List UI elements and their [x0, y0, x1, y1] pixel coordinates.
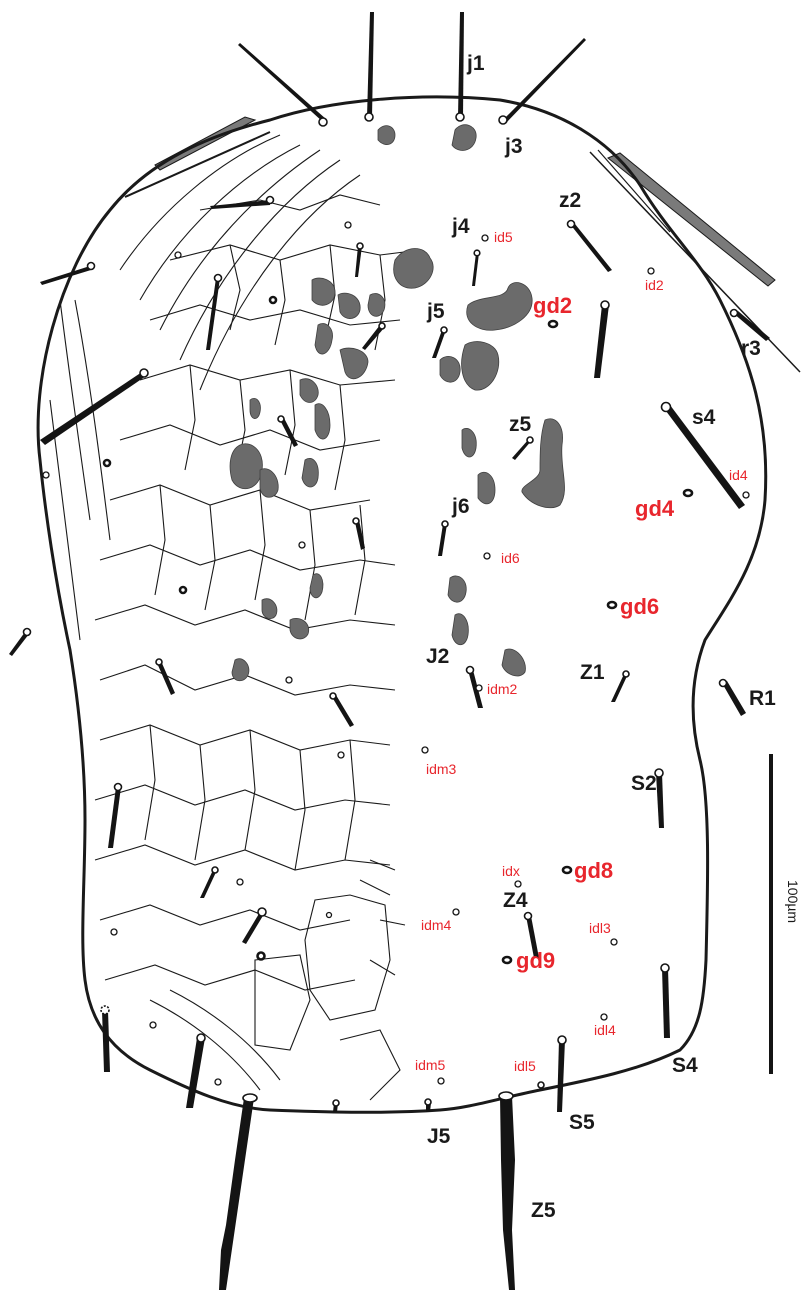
label-Z5: Z5: [531, 1199, 556, 1222]
label-idm2: idm2: [487, 681, 518, 697]
label-gd8: gd8: [574, 858, 613, 883]
label-id2: id2: [645, 277, 664, 293]
label-z2: z2: [559, 189, 581, 212]
label-idl3: idl3: [589, 920, 611, 936]
muscle-scars: [230, 125, 564, 681]
label-J2: J2: [426, 645, 449, 668]
label-idl5: idl5: [514, 1058, 536, 1074]
label-id4: id4: [729, 467, 748, 483]
label-idl4: idl4: [594, 1022, 616, 1038]
label-s4: s4: [692, 406, 716, 429]
scale-bar: 100µm: [769, 754, 801, 1074]
label-idm4: idm4: [421, 917, 452, 933]
label-gd2: gd2: [533, 293, 572, 318]
gland-labels: gd2 gd4 gd6 gd8 gd9: [516, 293, 675, 973]
label-idm3: idm3: [426, 761, 457, 777]
label-Z4: Z4: [503, 889, 528, 912]
label-z5: z5: [509, 413, 532, 436]
label-gd6: gd6: [620, 594, 659, 619]
label-gd4: gd4: [635, 496, 675, 521]
label-Z1: Z1: [580, 661, 605, 684]
label-idm5: idm5: [415, 1057, 446, 1073]
label-j6: j6: [451, 495, 470, 518]
left-lateral-line: [125, 132, 270, 197]
label-r3: r3: [741, 337, 761, 360]
label-S4: S4: [672, 1054, 698, 1077]
label-id6: id6: [501, 550, 520, 566]
label-j4: j4: [451, 215, 470, 238]
label-S5: S5: [569, 1111, 595, 1134]
seta-labels: j1 j3 j4 z2 j5 r3 z5 s4 j6 J2 Z1 R1 S2 Z…: [426, 52, 776, 1222]
label-id5: id5: [494, 229, 513, 245]
label-S2: S2: [631, 772, 657, 795]
label-j1: j1: [466, 52, 485, 75]
label-j3: j3: [504, 135, 523, 158]
scale-bar-label: 100µm: [785, 880, 801, 923]
reticulation-pattern: [50, 135, 420, 1100]
label-idx: idx: [502, 863, 520, 879]
setae: [9, 12, 770, 1290]
label-j5: j5: [426, 300, 445, 323]
label-R1: R1: [749, 687, 776, 710]
label-J5: J5: [427, 1125, 451, 1148]
label-gd9: gd9: [516, 948, 555, 973]
left-reticulation-pores: [43, 222, 351, 1085]
